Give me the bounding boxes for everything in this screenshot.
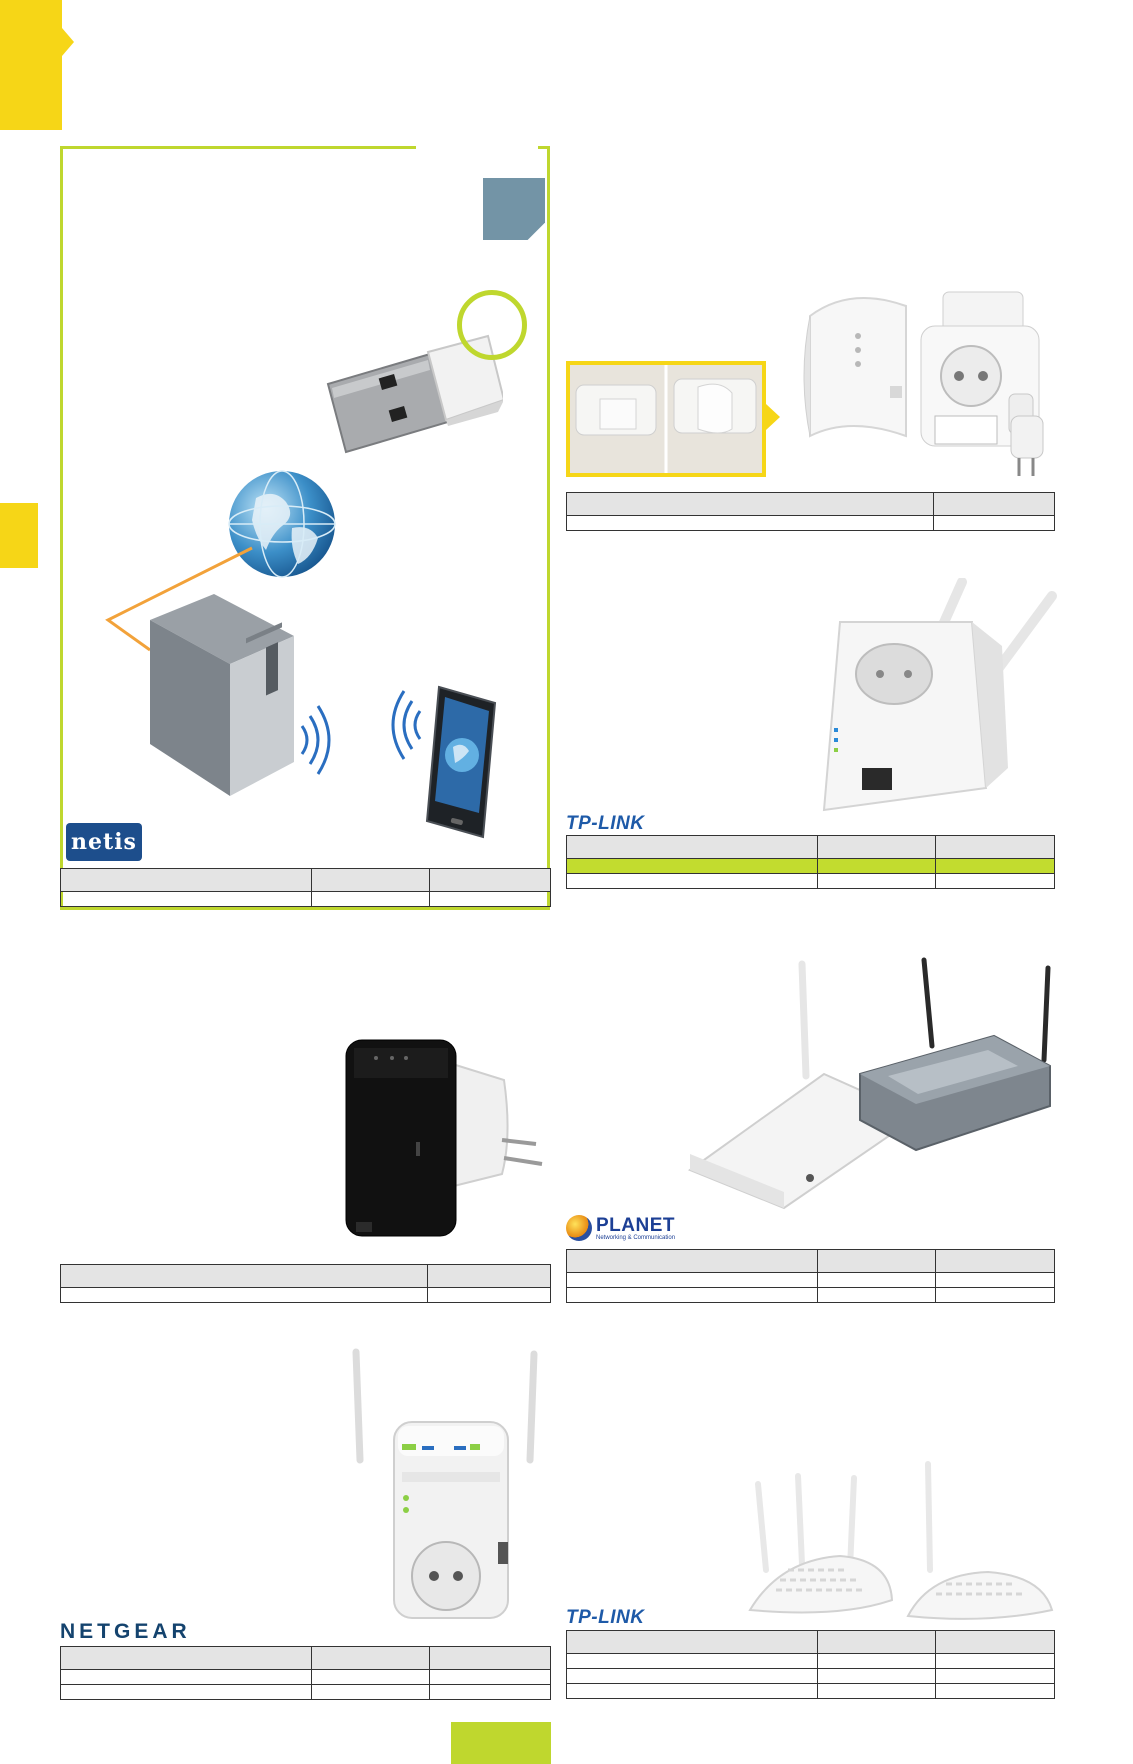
chapter-tab-notch [62,28,74,56]
tplink-logo: TP-LINK [566,813,644,839]
network-link-line [105,546,253,652]
table-row [60,1287,551,1303]
netis-spec-table [60,868,551,907]
wifi-signal-icon [391,690,422,760]
table-row [566,1287,1055,1303]
tplink-ap-spec-table [566,1630,1055,1699]
wifi-signal-icon [300,705,331,775]
router-antenna-icon [748,1461,1054,1620]
wall-plug-repeater-icon [345,1039,543,1237]
photo-arrow [766,404,780,430]
chapter-tab [0,0,62,130]
table-row [60,1684,551,1700]
table-row [566,873,1055,889]
planet-tagline: Networking & Communication [596,1235,676,1241]
access-point-icon [688,957,1051,1210]
netis-logo: netis [66,823,142,861]
highlight-ring [457,290,527,360]
wall-plug-repeater-icon [352,1348,538,1619]
table-row [566,1249,1055,1273]
installed-repeater-photo [566,361,766,477]
tplink-logo: TP-LINK [566,1607,644,1633]
table-row [566,1272,1055,1288]
wall-plug-repeater-icon [570,365,762,473]
desktop-tower-icon [150,594,294,796]
side-tab-marker [0,503,38,568]
table-row [566,1630,1055,1654]
planet-spec-table [566,1249,1055,1303]
table-row [60,1646,551,1670]
table-row [566,492,1055,516]
table-row [60,868,551,892]
corner-badge [483,178,545,240]
repeater-spec-table [566,492,1055,531]
table-row [566,1683,1055,1699]
planet-wordmark: PLANET [596,1215,675,1236]
wall-plug-repeater-icon [803,297,907,438]
usb-wifi-adapter-icon [326,334,503,454]
page-number-tab [451,1722,551,1764]
featured-product-box [60,146,550,910]
netgear-spec-table [60,1646,551,1700]
table-row [566,1653,1055,1669]
tplink-extender-spec-table [566,835,1055,889]
table-row [566,515,1055,531]
planet-globe-icon [566,1215,592,1241]
table-row [566,858,1055,874]
tablet-icon [425,685,497,839]
globe-icon [228,470,336,578]
table-row [566,1668,1055,1684]
wall-plug-repeater-icon [822,578,1057,812]
table-row [60,1264,551,1288]
netgear-logo: NETGEAR [60,1620,191,1643]
featured-box-gap [416,140,538,152]
black-repeater-spec-table [60,1264,551,1303]
wall-plug-repeater-icon [920,291,1044,476]
table-row [60,891,551,907]
table-row [60,1669,551,1685]
table-row [566,835,1055,859]
